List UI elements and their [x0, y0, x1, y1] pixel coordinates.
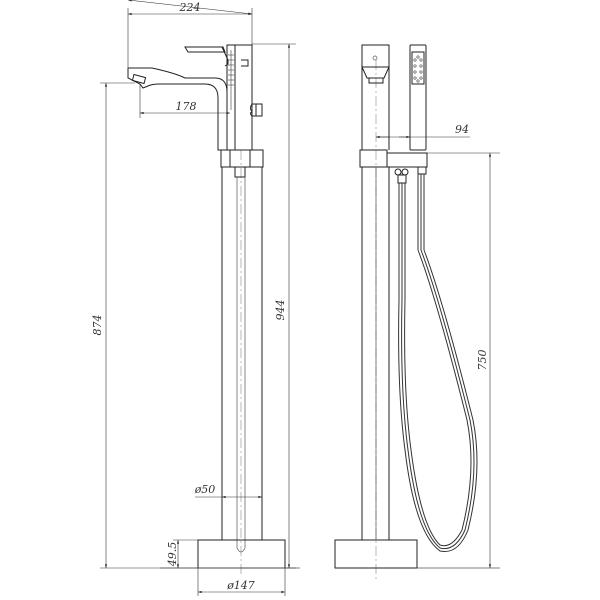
base	[197, 539, 286, 569]
svg-text:944: 944	[274, 300, 287, 321]
diverter-knob	[250, 103, 257, 117]
lever-handle	[184, 46, 226, 53]
side-base	[334, 539, 418, 569]
dim-94: 94	[375, 123, 470, 139]
holder-block	[359, 149, 388, 168]
dim-874: 874	[91, 82, 198, 569]
dim-224: 224	[127, 0, 253, 70]
hand-shower	[409, 44, 427, 151]
svg-text:750: 750	[476, 350, 489, 371]
dim-944: 944	[252, 43, 296, 569]
inner-tube	[236, 177, 246, 553]
connector-block	[220, 149, 264, 168]
svg-text:224: 224	[179, 1, 201, 14]
dim-49-5: 49.5	[166, 539, 198, 568]
svg-text:ø50: ø50	[194, 483, 216, 496]
spout	[127, 67, 228, 151]
cartridge-teeth	[228, 54, 234, 86]
dim-178: 178	[139, 84, 230, 118]
dim-750: 750	[427, 152, 500, 568]
dim-diameter-147: ø147	[197, 568, 286, 596]
side-view: 94 750	[334, 44, 500, 580]
svg-text:49.5: 49.5	[166, 542, 179, 568]
shower-hose	[401, 174, 475, 550]
svg-text:178: 178	[176, 100, 197, 113]
svg-text:874: 874	[91, 315, 104, 336]
dim-diameter-50: ø50	[194, 483, 263, 499]
svg-text:94: 94	[455, 123, 469, 136]
svg-text:ø147: ø147	[226, 579, 255, 592]
front-view: 224 178 874 944 ø50	[91, 0, 300, 596]
